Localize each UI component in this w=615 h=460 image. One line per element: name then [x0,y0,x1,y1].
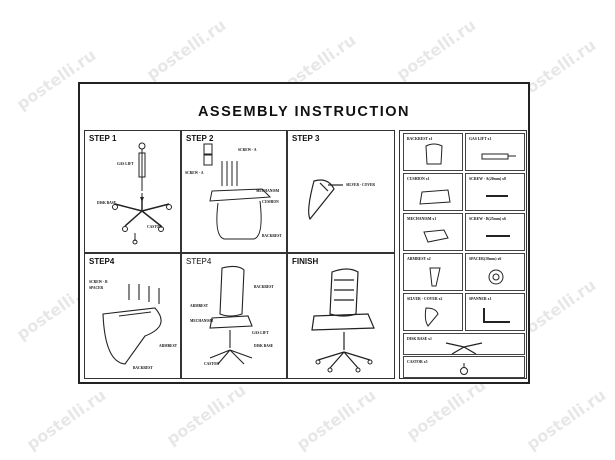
part-label-castor: CASTOR [147,225,162,229]
step-2-drawing [203,143,272,240]
watermark: postelli.ru [392,15,480,84]
part-label-backrest: BACKREST [254,285,274,289]
spanner-icon [483,308,510,323]
part-label-cushion: CUSHION [262,200,279,204]
step-label: STEP 1 [89,134,117,143]
finish-panel: FINISH [287,253,395,379]
part-label-screw-a: SCREW - A [185,171,204,175]
part-name: SILVER - COVER [407,297,438,301]
part-label-armrest: ARMREST [190,304,208,308]
part-label-armrest: ARMREST [159,344,177,348]
cushion-icon [419,189,451,205]
step-label: STEP 3 [292,134,320,143]
parts-cell-castor: CASTOR x5 [403,356,525,378]
part-qty: x5 [423,360,428,364]
part-name: SPACER(10mm) [469,257,497,261]
parts-cell-screw-b: SCREW - B(25mm) x6 [465,213,525,251]
part-label-screw-b: SCREW - B [89,280,108,284]
instruction-sheet: ASSEMBLY INSTRUCTION STEP 1 GAS LIFT [78,82,530,384]
part-qty: x2 [438,297,443,301]
castor-icon [460,363,468,375]
watermark: postelli.ru [292,385,380,454]
part-name: SCREW - B(25mm) [469,217,502,221]
part-qty: x1 [428,337,432,341]
step-4-panel: STEP4 SCREW - B SPACER ARMREST BACKREST [84,253,181,379]
part-qty: x1 [487,137,492,141]
parts-cell-silver-cover: SILVER - COVER x2 [403,293,463,331]
part-label-disk-base: DISK BASE [254,344,274,348]
part-label-backrest: BACKREST [133,366,153,370]
parts-cell-backrest: BACKREST x1 [403,133,463,171]
part-label-mechanism: MECHANISM [256,189,280,193]
part-label-disk-base: DISK BASE [97,201,117,205]
part-name: DISK BASE [407,337,428,341]
part-label-silver-cover: SILVER - COVER [346,183,376,187]
part-label-spacer: SPACER [89,286,104,290]
parts-cell-gas-lift: GAS LIFT x1 [465,133,525,171]
screw-icon [486,235,510,237]
parts-cell-spacer: SPACER(10mm) x6 [465,253,525,291]
part-qty: x1 [487,297,492,301]
part-label-screw-a: SCREW - A [238,148,257,152]
finished-chair-drawing [311,268,375,373]
part-qty: x1 [425,177,430,181]
part-name: SCREW - A(20mm) [469,177,502,181]
step-3-drawing [308,179,343,221]
step-1-drawing [112,142,172,245]
part-name: CUSHION [407,177,425,181]
step-3-panel: STEP 3 SILVER - COVER [287,130,395,253]
watermark: postelli.ru [522,385,610,454]
disk-base-icon [445,342,483,354]
screw-icon [486,195,508,197]
spacer-icon [488,269,504,285]
step-4-assembled-panel: STEP4 BACKREST ARMREST MECHANISM GAS LIF… [181,253,287,379]
part-name: ARMREST [407,257,426,261]
parts-cell-mechanism: MECHANISM x1 [403,213,463,251]
step-label: STEP 2 [186,134,214,143]
part-qty: x6 [497,257,502,261]
parts-list: BACKREST x1 GAS LIFT x1 CUSHION x1 SCREW… [399,130,527,379]
step-4-assembled-drawing [209,265,253,365]
parts-cell-disk-base: DISK BASE x1 [403,333,525,355]
mechanism-icon [423,229,449,243]
watermark: postelli.ru [402,375,490,444]
watermark: postelli.ru [162,380,250,449]
part-qty: x1 [428,137,433,141]
part-label-mechanism: MECHANISM [190,319,214,323]
step-2-panel: STEP 2 SCREW - A SCREW - A MECHANISM CUS… [181,130,287,253]
sheet-title: ASSEMBLY INSTRUCTION [197,104,411,120]
parts-cell-cushion: CUSHION x1 [403,173,463,211]
part-label-gas-lift: GAS LIFT [117,162,134,166]
part-name: MECHANISM [407,217,432,221]
part-qty: x8 [502,177,506,181]
armrest-icon [429,267,441,287]
part-label-backrest: BACKREST [262,234,282,238]
part-name: CASTOR [407,360,423,364]
part-label-castor: CASTOR [204,362,219,366]
silver-cover-icon [424,307,439,327]
step-label: FINISH [292,257,319,266]
step-label: STEP4 [89,257,115,266]
part-qty: x6 [502,217,506,221]
step-4-drawing [102,284,162,365]
backrest-icon [425,143,443,165]
part-qty: x2 [426,257,431,261]
parts-cell-spanner: SPANNER x1 [465,293,525,331]
gas-lift-icon [481,153,516,160]
part-name: GAS LIFT [469,137,487,141]
part-name: BACKREST [407,137,428,141]
part-qty: x1 [432,217,437,221]
part-name: SPANNER [469,297,487,301]
parts-cell-screw-a: SCREW - A(20mm) x8 [465,173,525,211]
watermark: postelli.ru [142,15,230,84]
step-label: STEP4 [186,257,212,266]
part-label-gas-lift: GAS LIFT [252,331,269,335]
parts-cell-armrest: ARMREST x2 [403,253,463,291]
watermark: postelli.ru [22,385,110,454]
step-1-panel: STEP 1 GAS LIFT DISK BASE CASTOR [84,130,181,253]
